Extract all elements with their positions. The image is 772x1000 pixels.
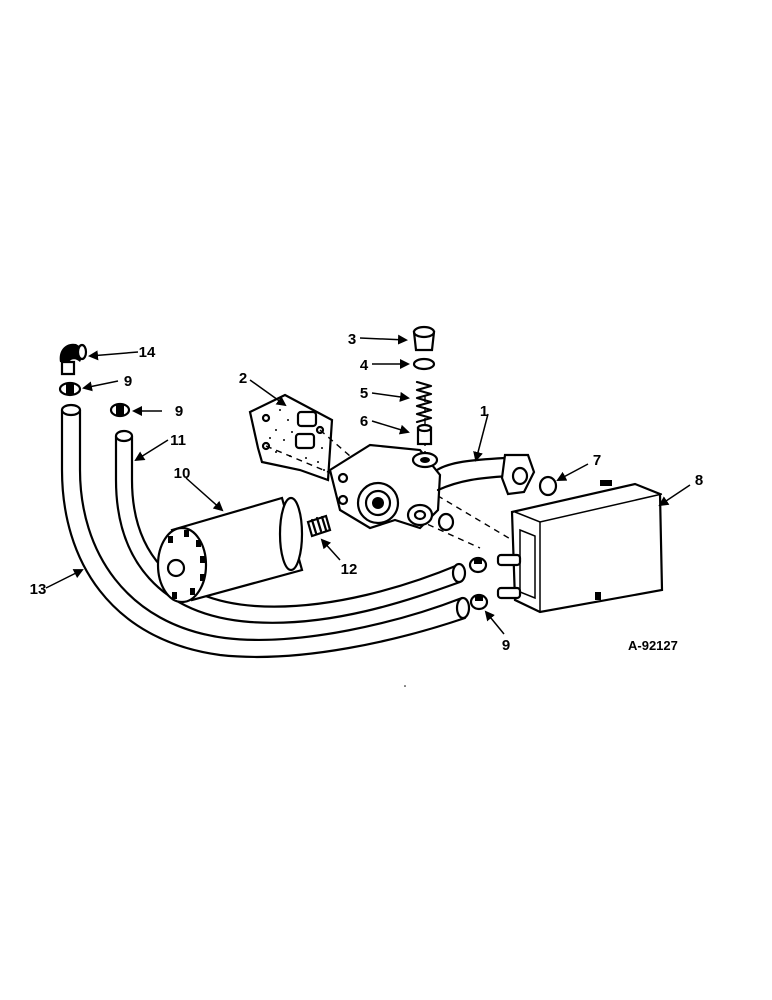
callout-7: 7 bbox=[593, 452, 601, 469]
plug-3 bbox=[412, 325, 436, 352]
hose-clamp-9-middle bbox=[109, 402, 131, 418]
drawing-reference: A-92127 bbox=[628, 638, 678, 653]
oil-cooler-8 bbox=[496, 480, 664, 614]
callout-8: 8 bbox=[695, 472, 703, 489]
callout-13: 12 bbox=[341, 561, 358, 578]
callout-9-bottom: 9 bbox=[502, 637, 510, 654]
washer-4 bbox=[412, 357, 436, 371]
callout-5: 5 bbox=[360, 385, 368, 402]
callout-labels: 14 9 9 11 10 13 2 12 3 4 5 6 1 7 8 9 bbox=[30, 331, 704, 654]
callout-9-top: 9 bbox=[124, 373, 132, 390]
elbow-fitting-14 bbox=[59, 343, 88, 376]
callout-6: 6 bbox=[360, 413, 368, 430]
callout-14: 14 bbox=[139, 344, 156, 361]
hose-clamp-9-left bbox=[58, 381, 82, 397]
callout-3: 3 bbox=[348, 331, 356, 348]
callout-11: 11 bbox=[170, 432, 186, 449]
callout-10: 10 bbox=[174, 465, 191, 482]
callout-2: 2 bbox=[239, 370, 247, 387]
o-ring-7 bbox=[538, 475, 558, 497]
spring-5 bbox=[415, 380, 433, 424]
speck-mark bbox=[404, 685, 406, 687]
nipple-13 bbox=[306, 514, 332, 538]
callout-12: 13 bbox=[30, 581, 47, 598]
gasket-2 bbox=[248, 393, 334, 482]
hose-clamp-9-lower-b bbox=[469, 593, 489, 611]
leader-arrows bbox=[45, 334, 691, 635]
hose-12 bbox=[60, 403, 471, 658]
oil-filter-10 bbox=[156, 496, 304, 604]
hose-clamp-9-lower-a bbox=[468, 556, 488, 574]
o-ring-small bbox=[437, 512, 455, 532]
callout-9-middle: 9 bbox=[175, 403, 183, 420]
valve-6 bbox=[416, 423, 433, 446]
hose-11 bbox=[114, 429, 467, 624]
filter-base-1 bbox=[328, 443, 536, 530]
callout-1: 1 bbox=[480, 403, 488, 420]
callout-4: 4 bbox=[360, 357, 369, 374]
